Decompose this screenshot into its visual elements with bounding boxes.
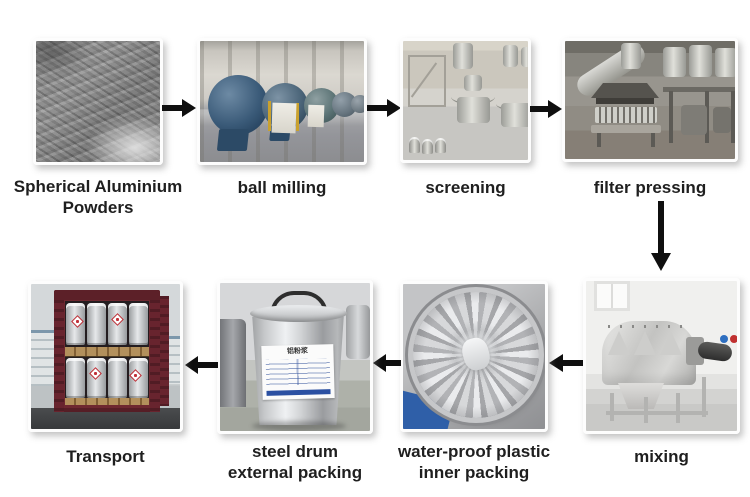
- frame-leg: [702, 377, 706, 417]
- safety-sign-blue: [720, 335, 728, 343]
- container-door-open: [160, 296, 169, 406]
- steel-tank: [715, 48, 735, 77]
- pail-label-rows: [265, 358, 331, 386]
- step-label-powders: Spherical Aluminium Powders: [13, 177, 183, 217]
- wooden-pallet: [65, 398, 149, 405]
- arrow-left-icon: [185, 356, 218, 374]
- metal-can: [409, 137, 420, 153]
- window: [594, 281, 630, 311]
- mill-filter-sheet: [271, 102, 297, 134]
- mixer-gusset: [660, 331, 682, 355]
- ball-mill-drum: [351, 95, 364, 113]
- packed-drum: [87, 303, 106, 345]
- sifter-body: [457, 97, 490, 123]
- step-label-transport: Transport: [66, 447, 145, 466]
- background-building: [31, 330, 57, 386]
- packed-drum: [129, 303, 148, 345]
- arrow-right-icon: [367, 99, 401, 117]
- pail-label-title: 铝粉浆: [286, 347, 309, 356]
- background-drum: [220, 319, 246, 407]
- pail-rim: [250, 305, 347, 322]
- container-door-right: [150, 300, 160, 412]
- safety-sign-red: [730, 335, 737, 343]
- arrow-down-icon: [651, 201, 671, 271]
- sifter-top: [464, 75, 482, 91]
- silo: [521, 47, 528, 67]
- photo-spherical-aluminium-powders: [33, 38, 163, 165]
- metal-can: [435, 138, 446, 153]
- mill-post: [296, 103, 299, 131]
- silo: [453, 43, 473, 69]
- process-vessel: [713, 107, 731, 133]
- metal-can: [422, 139, 433, 154]
- sifter-body: [501, 103, 528, 127]
- press-leg: [651, 133, 655, 147]
- mill-post: [268, 101, 271, 131]
- photo-mixing: [583, 278, 740, 434]
- discharge-chute: [618, 383, 664, 409]
- frame-leg: [676, 393, 680, 423]
- steel-tank: [689, 45, 712, 77]
- frame-leg: [610, 393, 614, 421]
- mill-filter-sheet: [307, 104, 325, 128]
- ball-mill-drum: [208, 75, 268, 135]
- packed-drum: [108, 358, 127, 398]
- background-cylinder: [346, 305, 370, 359]
- pail-label-band: [266, 389, 331, 396]
- platform-leg: [705, 91, 709, 143]
- mill-pedestal: [216, 129, 250, 151]
- step-label-inner-packing: water-proof plastic inner packing: [397, 442, 551, 482]
- photo-inner-packing: [400, 281, 548, 432]
- photo-steel-drum: 铝粉浆: [217, 280, 373, 434]
- press-leg: [597, 133, 601, 147]
- truck-bed: [31, 408, 180, 429]
- pail-shadow: [252, 421, 346, 431]
- mixer-gusset: [634, 331, 656, 355]
- platform-leg: [731, 91, 735, 143]
- steel-tank: [663, 47, 686, 77]
- filter-press-plates: [595, 107, 657, 123]
- mixer-gusset: [608, 331, 630, 355]
- arrow-right-icon: [530, 100, 562, 118]
- arrow-left-icon: [373, 354, 401, 372]
- platform-leg: [669, 91, 673, 143]
- steel-duct-vertical: [621, 43, 641, 69]
- frame-leg: [644, 397, 648, 423]
- photo-ball-milling: [197, 38, 367, 165]
- photo-screening: [400, 38, 531, 163]
- frame-rail: [606, 411, 708, 415]
- process-vessel: [681, 105, 707, 135]
- step-label-ball-milling: ball milling: [237, 178, 327, 197]
- platform-beam: [663, 87, 735, 92]
- container-door-left: [54, 300, 64, 412]
- arrow-left-icon: [549, 354, 583, 372]
- wooden-pallet: [65, 347, 149, 356]
- lid-clamps: [608, 325, 690, 328]
- container-interior: [65, 301, 149, 405]
- photo-filter-pressing: [562, 38, 738, 162]
- step-label-filter-pressing: filter pressing: [593, 178, 707, 197]
- pail-label: 铝粉浆: [261, 344, 335, 400]
- scaffold-frame: [408, 55, 446, 107]
- canopy-underside: [596, 98, 654, 104]
- step-label-steel-drum: steel drum external packing: [227, 442, 363, 482]
- packed-drum: [66, 358, 85, 398]
- photo-transport: [28, 281, 183, 432]
- press-canopy: [591, 83, 659, 98]
- step-label-mixing: mixing: [634, 447, 689, 466]
- step-label-screening: screening: [425, 178, 506, 197]
- arrow-right-icon: [162, 99, 196, 117]
- shipping-container: [54, 290, 160, 412]
- press-base: [591, 125, 661, 133]
- silo: [503, 45, 518, 67]
